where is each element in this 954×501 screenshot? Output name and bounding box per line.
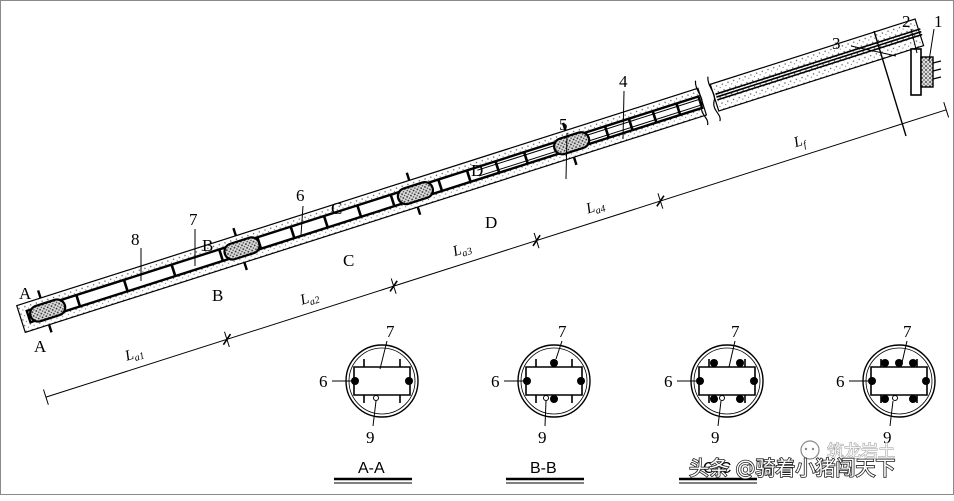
- anchor-tube: [25, 95, 704, 324]
- dim-lf: Lf: [791, 132, 809, 153]
- packer-d: [553, 131, 591, 156]
- anchor-body: La1 La2 La3 La4 Lf: [15, 18, 950, 405]
- section-aa-caption: A-A: [358, 460, 385, 477]
- label-8: 8: [131, 230, 140, 249]
- wechat-icon: [800, 440, 820, 460]
- section-bb-grout-pipe: [543, 395, 549, 401]
- dimension-line: [43, 102, 950, 405]
- label-6: 6: [296, 186, 305, 205]
- dim-la3: La3: [450, 239, 474, 262]
- dim-la1: La1: [122, 344, 146, 367]
- section-bb-caption: B-B: [530, 460, 557, 477]
- cut-b-top: [232, 227, 237, 237]
- section-bb-label-6: 6: [491, 372, 500, 391]
- section-aa-bar-left: [351, 377, 359, 385]
- tendon-free-3: [717, 33, 923, 101]
- break-mark-left: [694, 80, 709, 126]
- section-aa-label-6: 6: [319, 372, 328, 391]
- label-2: 2: [902, 12, 911, 31]
- mark-c-top: C: [331, 199, 342, 218]
- section-aa: 7 6 9 A-A: [319, 322, 419, 484]
- cut-d-bottom: [572, 156, 578, 166]
- section-dd-label-9: 9: [883, 428, 892, 447]
- cut-b-bottom: [243, 262, 248, 271]
- section-aa-grout-pipe: [373, 395, 379, 401]
- bearing-plate: [910, 48, 922, 96]
- section-cc-label-7: 7: [731, 322, 740, 341]
- cut-a-top: [36, 290, 42, 299]
- packer-a: [29, 298, 67, 323]
- label-4: 4: [619, 72, 628, 91]
- anchor-nut: [920, 56, 934, 88]
- section-bb-label-9: 9: [538, 428, 547, 447]
- section-aa-bar-right: [405, 377, 413, 385]
- section-cc-label-6: 6: [664, 372, 673, 391]
- tendon-free-2: [716, 30, 922, 98]
- watermark-badge: 筑龙岩土: [800, 440, 896, 463]
- mark-a-bottom: A: [34, 337, 47, 356]
- section-dd-label-6: 6: [836, 372, 845, 391]
- cut-c-bottom: [416, 206, 422, 216]
- section-bb-bar-left: [523, 377, 531, 385]
- section-bb: 7 6 9 B-B: [491, 322, 591, 484]
- mark-d-bottom: D: [485, 213, 497, 232]
- section-bb-bar-bottom: [550, 395, 558, 403]
- label-5: 5: [559, 115, 568, 134]
- section-aa-label-9: 9: [366, 428, 375, 447]
- section-cc: 7 6 9 C-C: [664, 322, 764, 484]
- break-mark-right: [707, 76, 721, 122]
- dim-la4: La4: [583, 197, 607, 220]
- tendon-free: [715, 28, 921, 95]
- section-dd-grout-pipe: [892, 395, 898, 401]
- section-aa-label-7: 7: [386, 322, 395, 341]
- label-1: 1: [934, 12, 943, 31]
- section-cc-grout-pipe: [719, 395, 725, 401]
- spacer-ribs: [75, 103, 682, 307]
- mark-c-bottom: C: [343, 251, 354, 270]
- leader-lines: [140, 28, 935, 281]
- watermark-badge-text: 筑龙岩土: [827, 442, 895, 462]
- mark-b-bottom: B: [212, 286, 223, 305]
- section-cc-caption: C-C: [703, 460, 731, 477]
- section-dd-label-7: 7: [903, 322, 912, 341]
- dim-la2: La2: [297, 288, 321, 311]
- section-bb-bar-top: [550, 359, 558, 367]
- mark-a-top: A: [19, 284, 32, 303]
- label-3: 3: [832, 34, 841, 53]
- anchor-head: [873, 30, 942, 137]
- label-7: 7: [189, 210, 198, 229]
- packer-c: [396, 180, 435, 206]
- cut-c-top: [405, 172, 411, 181]
- section-bb-bar-right: [577, 377, 585, 385]
- section-dd: 7 6 9: [836, 322, 936, 447]
- mark-b-top: B: [202, 236, 213, 255]
- cut-a-bottom: [47, 324, 53, 333]
- mark-d-top: D: [471, 161, 483, 180]
- cut-d-top: [561, 122, 567, 131]
- watermark-text: 头条 @骑着小猪闯天下: [689, 456, 895, 480]
- section-cc-label-9: 9: [711, 428, 720, 447]
- section-bb-label-7: 7: [558, 322, 567, 341]
- slope-face: [873, 30, 907, 137]
